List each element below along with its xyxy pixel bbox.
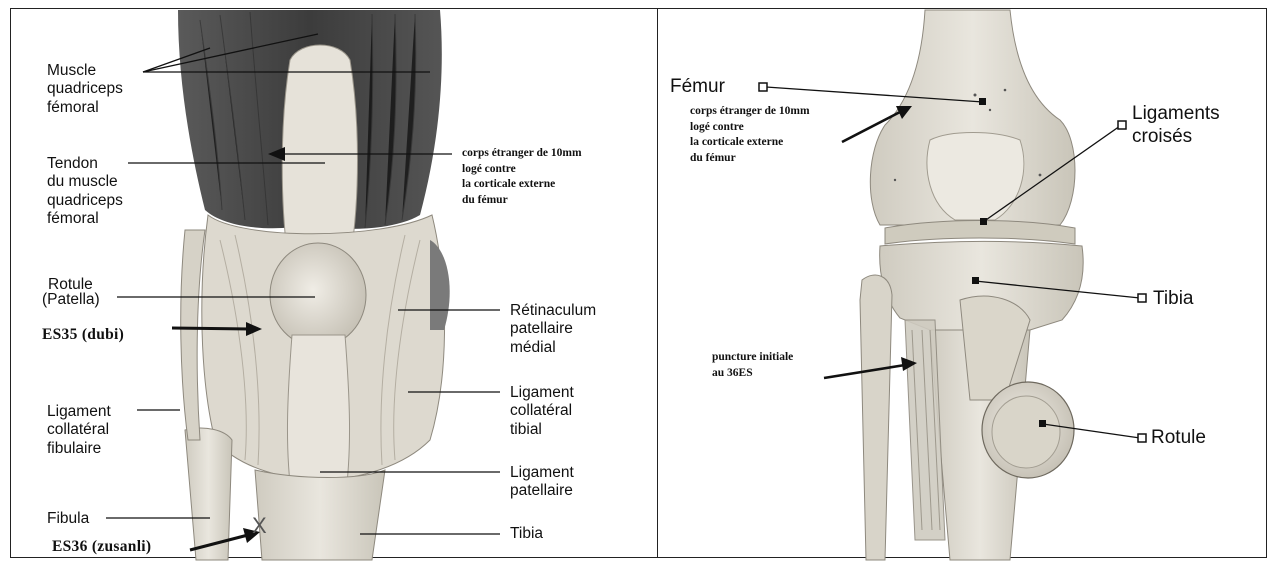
left-knee-drawing [178, 10, 450, 560]
label-ligaments-croises: Ligaments croisés [1132, 103, 1220, 149]
x-mark: X [252, 513, 267, 539]
label-tibia-right: Tibia [1153, 288, 1193, 311]
label-femur: Fémur [670, 76, 725, 99]
label-es35: ES35 (dubi) [42, 326, 124, 344]
label-fibula: Fibula [47, 510, 89, 528]
label-muscle-quadriceps: Muscle quadriceps fémoral [47, 62, 123, 117]
label-foreign-body-left: corps étranger de 10mm logé contre la co… [462, 146, 582, 208]
label-tibia-left: Tibia [510, 525, 543, 543]
label-foreign-body-right: corps étranger de 10mm logé contre la co… [690, 104, 810, 166]
label-ligament-patellaire: Ligament patellaire [510, 464, 574, 501]
label-rotule-right: Rotule [1151, 427, 1206, 450]
right-knee-drawing [860, 10, 1083, 560]
label-tendon-quadriceps: Tendon du muscle quadriceps fémoral [47, 155, 123, 228]
label-retinaculum: Rétinaculum patellaire médial [510, 302, 596, 357]
label-patella: (Patella) [42, 291, 100, 309]
label-es36: ES36 (zusanli) [52, 538, 151, 556]
label-ligament-collateral-fibulaire: Ligament collatéral fibulaire [47, 403, 111, 458]
label-ligament-collateral-tibial: Ligament collatéral tibial [510, 384, 574, 439]
label-puncture: puncture initiale au 36ES [712, 350, 793, 381]
